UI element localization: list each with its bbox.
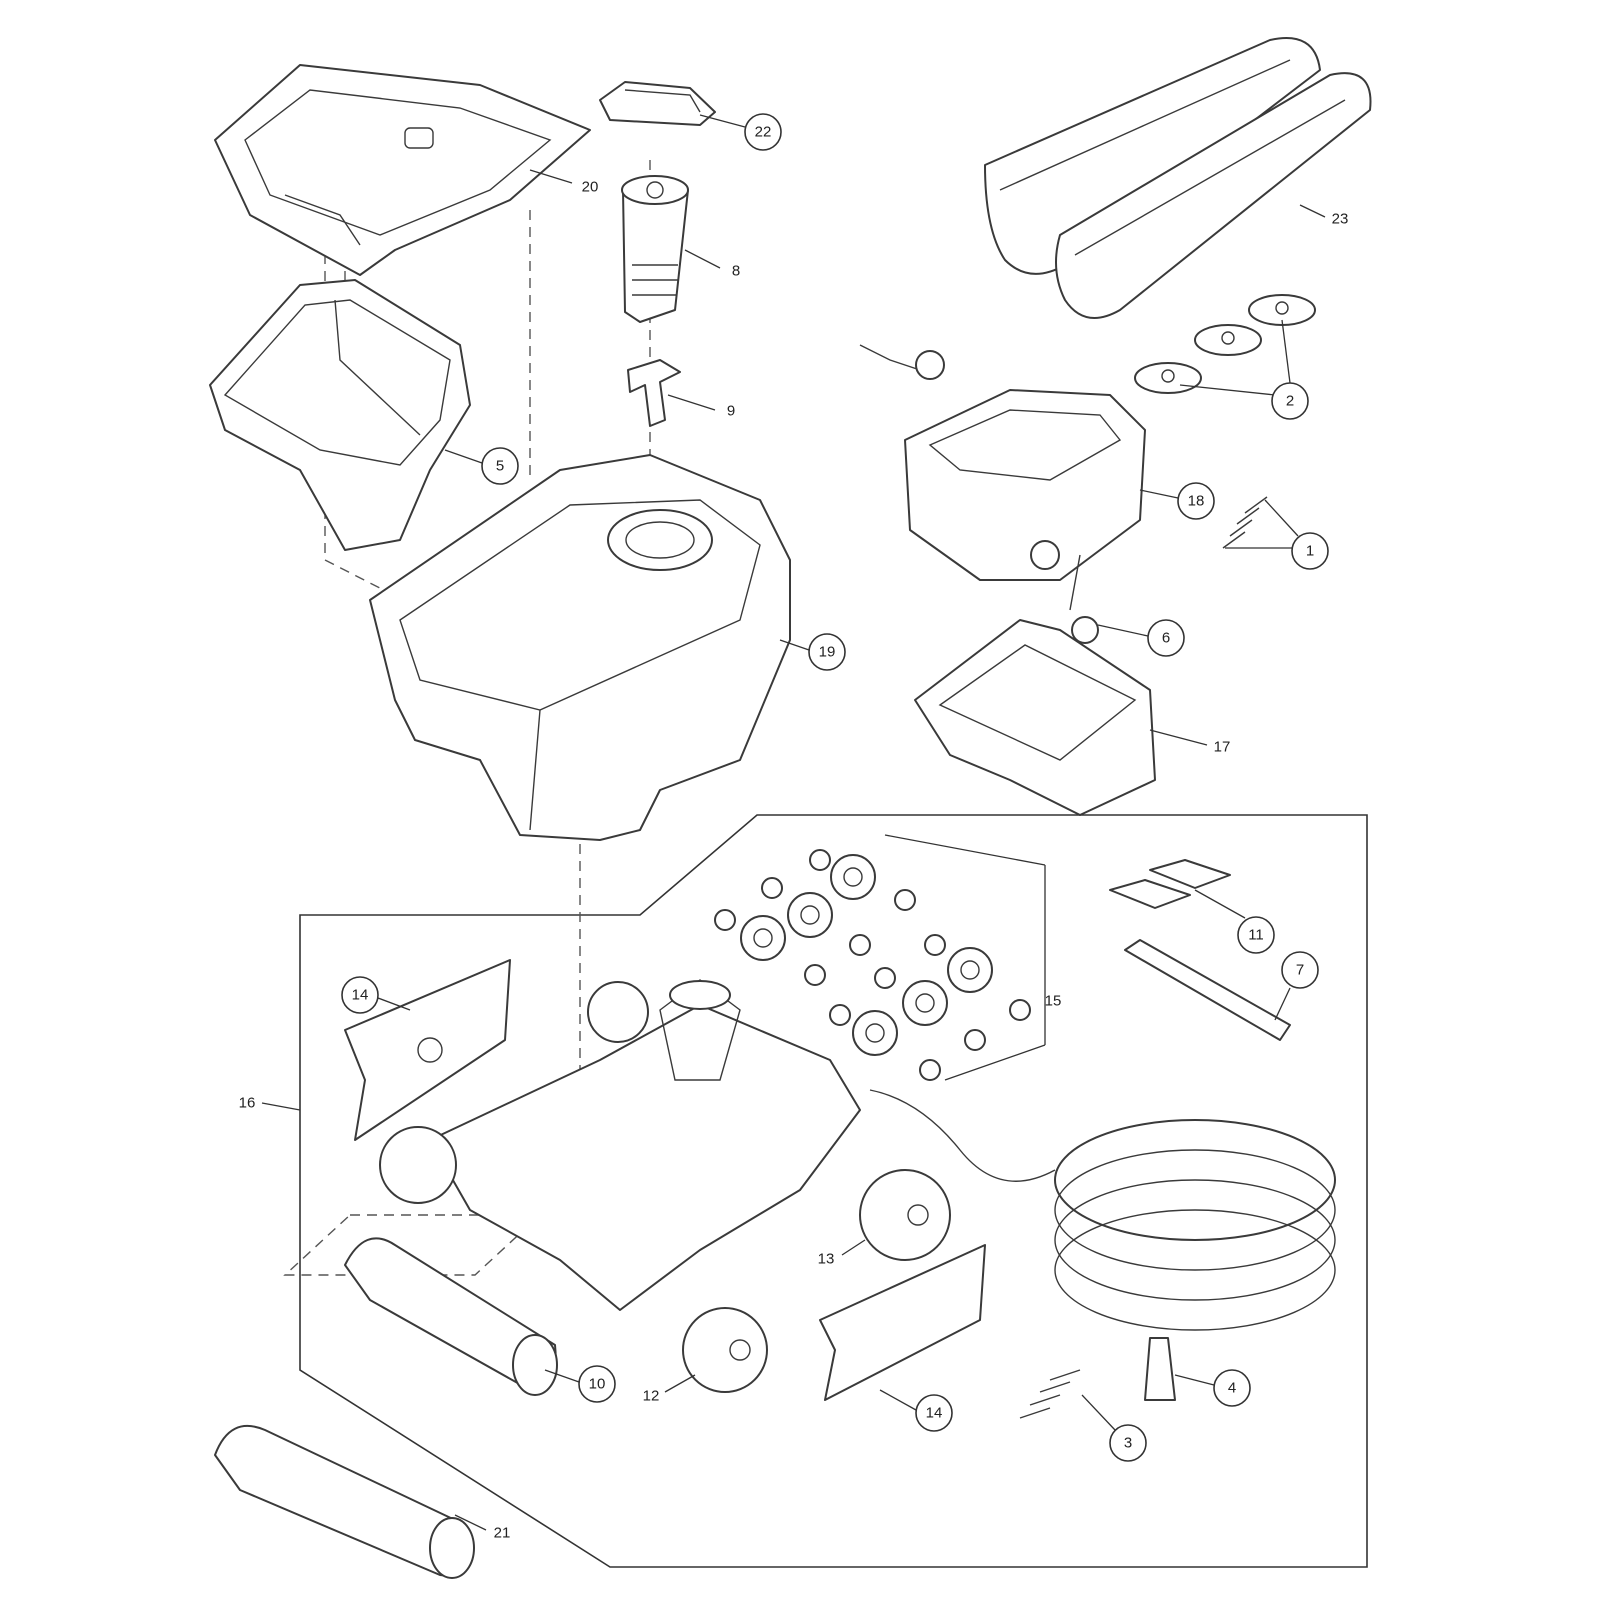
callout-label: 6	[1162, 630, 1170, 647]
callout-4: 4	[1213, 1369, 1251, 1407]
callout-3: 3	[1109, 1424, 1147, 1462]
part-4-swivel	[1144, 1337, 1176, 1401]
callout-15: 15	[1045, 993, 1062, 1010]
callout-14-bottom: 14	[915, 1394, 953, 1432]
callout-7: 7	[1281, 951, 1319, 989]
callout-5: 5	[481, 447, 519, 485]
callout-11: 11	[1237, 916, 1275, 954]
part-10-roller	[344, 1237, 558, 1396]
part-15-gears	[714, 834, 1046, 1081]
part-14-flap-bottom	[819, 1244, 986, 1401]
callout-20: 20	[582, 179, 599, 196]
callout-9: 9	[727, 403, 735, 420]
callout-22: 22	[744, 113, 782, 151]
callout-14-top: 14	[341, 976, 379, 1014]
callout-label: 7	[1296, 962, 1304, 979]
callout-23: 23	[1332, 211, 1349, 228]
part-21-brush	[214, 1425, 475, 1579]
part-7-rail	[1124, 939, 1291, 1041]
callout-18: 18	[1177, 482, 1215, 520]
callout-label: 22	[755, 124, 772, 141]
chassis	[379, 979, 951, 1393]
part-8-filter	[621, 175, 689, 323]
callout-label: 5	[496, 458, 504, 475]
callout-label: 14	[352, 987, 369, 1004]
callout-2: 2	[1271, 382, 1309, 420]
part-19-body	[369, 454, 791, 841]
callout-label: 11	[1248, 927, 1264, 944]
callout-17: 17	[1214, 739, 1231, 756]
callout-10: 10	[578, 1365, 616, 1403]
part-2-hubs	[1134, 294, 1316, 394]
callout-1: 1	[1291, 532, 1329, 570]
callout-label: 2	[1286, 393, 1294, 410]
part-20-top-cover	[214, 64, 591, 276]
part-18-motor-block	[859, 344, 1146, 644]
callout-label: 3	[1124, 1435, 1132, 1452]
leader-lines	[261, 114, 1326, 1531]
callout-16: 16	[239, 1095, 256, 1112]
part-11-plates	[1109, 859, 1231, 909]
callout-label: 14	[926, 1405, 943, 1422]
callout-13: 13	[818, 1251, 835, 1268]
callout-label: 10	[589, 1376, 606, 1393]
callout-21: 21	[494, 1525, 511, 1542]
callout-6: 6	[1147, 619, 1185, 657]
callout-19: 19	[808, 633, 846, 671]
callout-label: 1	[1306, 543, 1314, 560]
part-17-tray	[914, 619, 1156, 816]
part-9-impeller	[627, 359, 681, 427]
hose-coil	[869, 1089, 1336, 1331]
part-5-filter-basket	[209, 279, 471, 551]
assembly-16-frame	[299, 814, 1368, 1568]
part-3-screws	[1019, 1369, 1081, 1419]
callout-label: 18	[1188, 493, 1205, 510]
callout-8: 8	[732, 263, 740, 280]
part-23-tracks	[984, 37, 1372, 319]
part-14-flap-top	[344, 959, 511, 1141]
callout-label: 19	[819, 644, 836, 661]
callout-label: 4	[1228, 1380, 1236, 1397]
part-1-screws	[1222, 496, 1268, 549]
callout-12: 12	[643, 1388, 660, 1405]
part-22-cap	[599, 81, 716, 126]
